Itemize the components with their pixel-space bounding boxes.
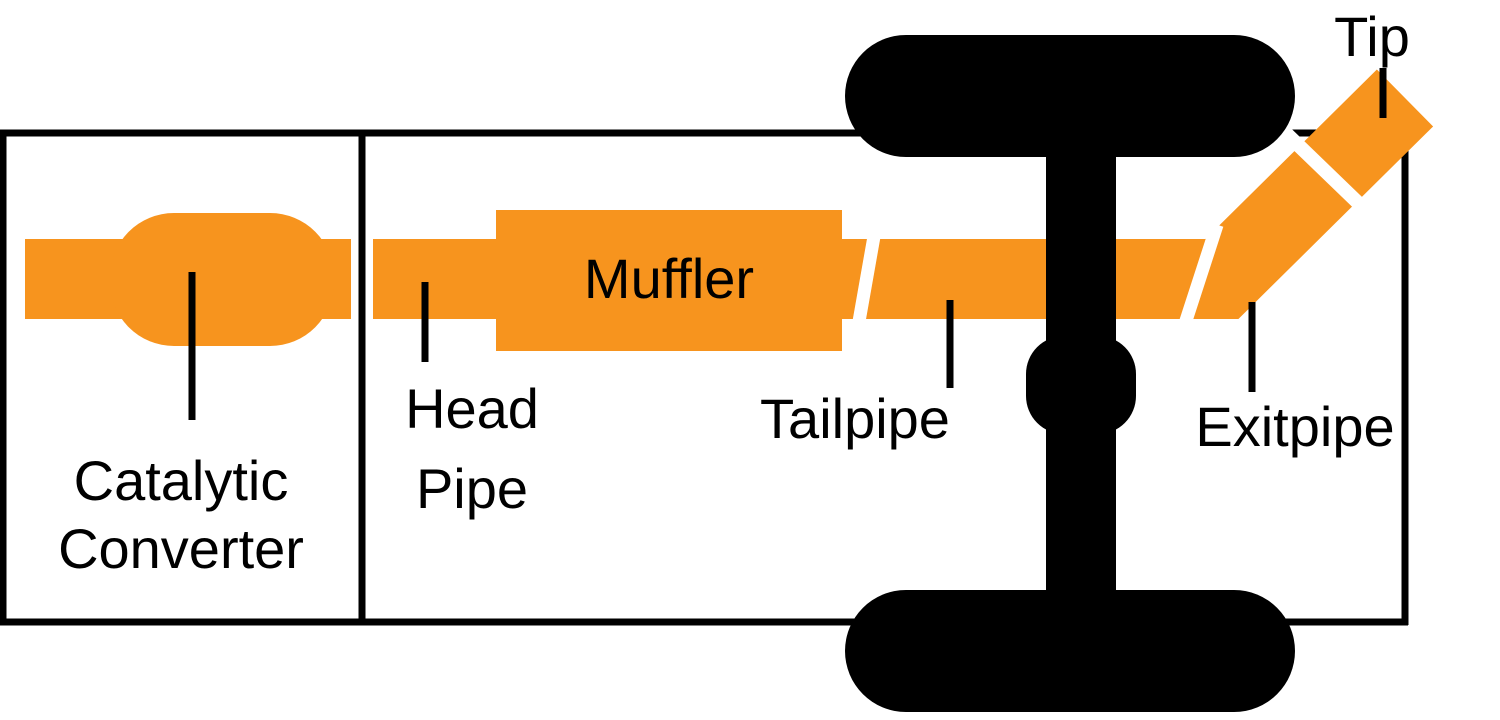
tailpipe-joint-gap xyxy=(850,221,883,337)
muffler-shape xyxy=(496,210,842,351)
top-tire-shape xyxy=(845,35,1295,157)
exitpipe-joint-gap xyxy=(1175,222,1224,336)
catalytic-converter-shape xyxy=(110,213,334,346)
catalytic-converter-label-line1: Catalytic xyxy=(74,449,289,512)
part-labels: Muffler Catalytic Converter Head Pipe Ta… xyxy=(58,5,1410,580)
tip-joint-gap xyxy=(1276,124,1368,212)
muffler-label: Muffler xyxy=(584,247,754,310)
bottom-tire-shape xyxy=(845,590,1295,712)
catalytic-converter-label-line2: Converter xyxy=(58,517,304,580)
head-pipe-label-line2: Pipe xyxy=(416,457,528,520)
exhaust-system xyxy=(25,69,1434,351)
exhaust-pipe-run xyxy=(25,69,1434,319)
axle-and-tires xyxy=(845,35,1295,712)
leader-lines xyxy=(188,68,1387,420)
exitpipe-label: Exitpipe xyxy=(1195,395,1394,458)
differential-shape xyxy=(1026,336,1136,434)
head-pipe-label-line1: Head xyxy=(405,377,539,440)
tailpipe-label: Tailpipe xyxy=(760,387,950,450)
tip-label: Tip xyxy=(1334,5,1410,68)
